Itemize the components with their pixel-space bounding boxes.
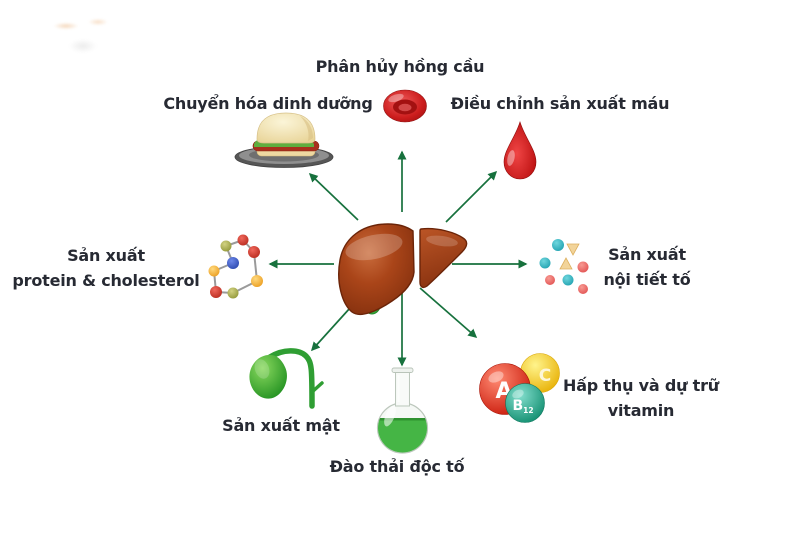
arrow-up-right [445, 170, 498, 223]
liver-highlight-right [426, 235, 458, 247]
label-line: nội tiết tố [603, 270, 691, 289]
label-nutrient-metabolism: Chuyển hóa dinh dưỡng [163, 94, 373, 113]
flask-liquid [378, 418, 427, 453]
blood-drop-icon [503, 120, 537, 180]
vitamin-b12-sphere [505, 383, 545, 423]
label-line: Hấp thụ và dự trữ [563, 376, 719, 395]
label-vitamin-absorption-storage: Hấp thụ và dự trữ vitamin [536, 373, 746, 423]
label-protein-cholesterol-production: Sản xuất protein & cholesterol [1, 243, 211, 293]
arrow-down-left [310, 307, 351, 352]
duct-branch [310, 381, 324, 394]
label-toxin-elimination: Đào thải độc tố [329, 457, 465, 476]
arrows [268, 150, 528, 367]
vitamin-c-letter: C [539, 366, 551, 386]
red-blood-cell-icon [383, 89, 427, 123]
vitamin-b12-letter: B12 [512, 398, 533, 415]
bile-duct [267, 348, 315, 409]
hormone-particles-icon [539, 239, 589, 294]
label-line: protein & cholesterol [12, 271, 200, 290]
liver-icon [338, 223, 468, 316]
vitamin-spheres-icon: C A B12 [479, 353, 560, 423]
liver-highlight [345, 233, 403, 261]
label-bile-production: Sản xuất mật [222, 416, 340, 435]
flask-icon [376, 367, 429, 454]
label-line: Sản xuất [67, 246, 145, 265]
liver-left-lobe [338, 223, 415, 316]
arrow-down-right [419, 287, 478, 338]
gallbladder-icon [249, 348, 324, 409]
gallbladder-sac [249, 354, 287, 399]
watermark [28, 8, 148, 60]
label-hormone-production: Sản xuất nội tiết tố [577, 242, 717, 292]
molecule-icon [208, 234, 263, 299]
hamburger-icon [234, 112, 334, 168]
label-line: vitamin [607, 401, 675, 420]
label-blood-production-regulation: Điều chỉnh sản xuất máu [450, 94, 670, 113]
label-line: Sản xuất [608, 245, 686, 264]
arrow-up-left [308, 172, 359, 221]
label-red-blood-cell-breakdown: Phân hủy hồng cầu [315, 57, 485, 76]
liver-right-lobe [419, 227, 468, 289]
